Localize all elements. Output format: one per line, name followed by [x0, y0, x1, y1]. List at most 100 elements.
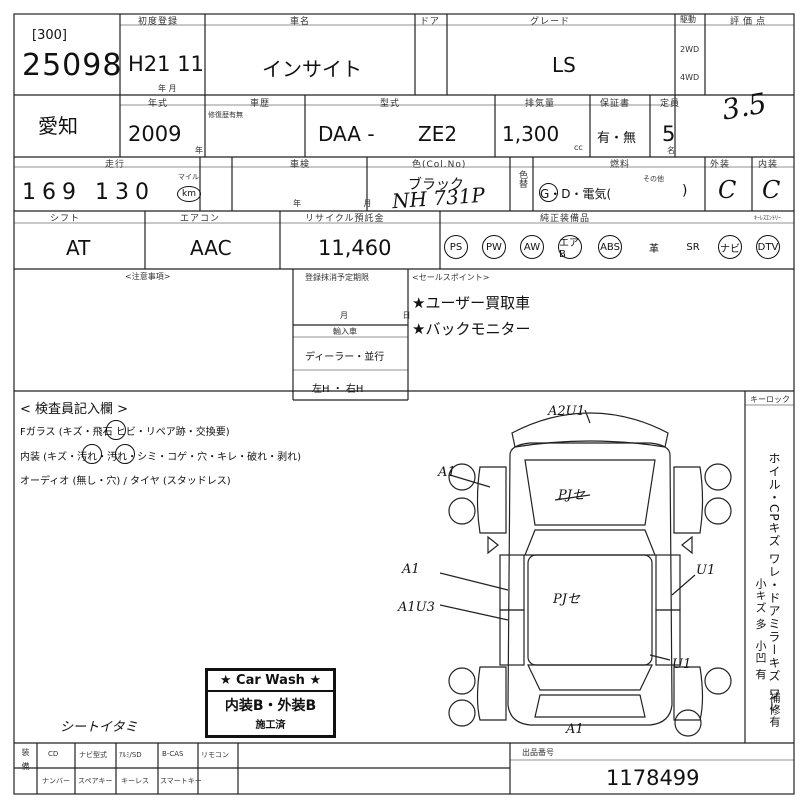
small-dent-label: 小凹 有 [754, 640, 767, 681]
shift-label: シフト [50, 214, 81, 224]
lot-number: 25098 [22, 48, 123, 83]
chip-circle-mark [106, 420, 126, 440]
fuel-other: その他 [643, 175, 664, 183]
inspector-title: < 検査員記入欄 > [20, 402, 129, 417]
key-lock-label: キーロック [750, 395, 790, 404]
interior-label: 内装 [758, 160, 779, 170]
mileage-value: 169 130 [22, 180, 155, 205]
door-label: ドア [420, 17, 441, 27]
color-label: 色(Col.No) [412, 160, 467, 170]
mark-right-door: U1 [696, 563, 716, 578]
fuel-close: ) [682, 183, 688, 199]
caution-label: <注意事項> [125, 272, 171, 281]
displacement-unit: cc [574, 143, 583, 152]
mark-roof: PJセ [553, 592, 580, 607]
mark-front-bumper: A2U1 [548, 404, 585, 419]
fuel-gasoline-circle [539, 183, 558, 202]
model-code: ZE2 [418, 122, 458, 146]
capacity-label: 定員 [660, 99, 681, 109]
mark-left-front-door: A1 [402, 562, 420, 577]
car-wash-title: ★ Car Wash ★ [208, 673, 333, 692]
exterior-grade: C [718, 176, 737, 204]
wheel-damage-label: ホイル・CPキズ ワレ・ドアミラーキズ ワレ [767, 452, 781, 714]
mark-rear-bumper: A1 [566, 722, 584, 737]
capacity-value: 5 [662, 122, 676, 146]
type-label: 型式 [380, 99, 401, 109]
car-wash-grade: 内装B・外装B [224, 698, 317, 714]
car-wash-stamp: ★ Car Wash ★ 内装B・外装B 施工済 [205, 668, 336, 738]
model-year: 2009 [128, 122, 182, 146]
sales-point-label: <セールスポイント> [412, 273, 490, 282]
repair-label: 補修有 [768, 692, 781, 728]
shift-value: AT [66, 236, 91, 260]
mark-rear-right: U1 [672, 657, 692, 672]
equipment-abs-badge: ABS [598, 235, 622, 259]
equipment--badge-5: 革 [649, 243, 659, 255]
interior-dirt-circle [115, 444, 135, 464]
exterior-label: 外装 [710, 160, 731, 170]
grade-label: グレード [530, 17, 571, 27]
small-scratch-label: 小キズ 多 [754, 578, 767, 631]
mileage-label: 走行 [105, 160, 126, 170]
seat-damage-note: シートイタミ [60, 720, 138, 735]
registration-value: H21 11 [128, 52, 204, 76]
footer-remote: リモコン [201, 751, 229, 759]
mark-front-left-fender: A1 [438, 465, 456, 480]
inspector-line-3: オーディオ (無し・穴) / タイヤ (スタッドレス) [20, 476, 231, 487]
registration-units: 年 月 [158, 84, 177, 93]
mileage-unit-mile: マイル [178, 173, 199, 181]
mark-hood: PJセ [558, 488, 585, 503]
color-change-label: 色替 [517, 170, 527, 188]
prefecture: 愛知 [38, 114, 78, 138]
model-prefix: DAA - [318, 122, 375, 146]
keyless-label: ｷｰﾚｽｴﾝﾄﾘｰ [754, 215, 782, 222]
footer-cd: CD [48, 750, 59, 758]
registration-label: 初度登録 [138, 17, 179, 27]
model-year-unit: 年 [195, 146, 203, 155]
import-dealer: ディーラー・並行 [305, 352, 385, 363]
interior-grade: C [762, 176, 781, 204]
color-name: ブラック [408, 177, 464, 193]
serial-number: 1178499 [606, 766, 700, 790]
lot-prefix: [300] [32, 28, 67, 43]
footer-spare-key: スペアキー [78, 777, 113, 785]
history-label: 車歴 [250, 99, 271, 109]
model-year-label: 年式 [148, 99, 169, 109]
grade-value: LS [552, 53, 576, 77]
equipment-pw-badge: PW [482, 235, 506, 259]
inspection-label: 車検 [290, 160, 311, 170]
mark-left-rear-door: A1U3 [398, 600, 435, 615]
recycle-value: 11,460 [318, 236, 392, 260]
ac-label: エアコン [180, 214, 221, 224]
footer-alumi: ｱﾙﾐ/SD [119, 751, 142, 759]
serial-label: 出品番号 [522, 748, 554, 757]
drive-2wd: 2WD [680, 45, 700, 54]
car-wash-done: 施工済 [255, 720, 286, 731]
displacement-label: 排気量 [525, 99, 556, 109]
footer-bcas: B-CAS [162, 750, 184, 758]
equipment-ps-badge: PS [444, 235, 468, 259]
drive-label: 駆動 [680, 15, 696, 24]
equipment-dtv-badge: DTV [756, 235, 780, 259]
inspection-units: 年 月 [293, 199, 402, 208]
capacity-unit: 名 [667, 146, 675, 155]
footer-side-label: 装備 [21, 748, 30, 776]
footer-keyless: キーレス [121, 777, 149, 785]
make-label: 車名 [290, 17, 311, 27]
footer-navi-type: ナビ型式 [79, 751, 107, 759]
warranty-value: 有・無 [597, 131, 637, 146]
car-name: インサイト [262, 57, 362, 81]
equipment-aw-badge: AW [520, 235, 544, 259]
displacement-value: 1,300 [502, 122, 560, 146]
footer-smart-key: スマートキー [160, 777, 202, 785]
ac-value: AAC [190, 236, 232, 260]
inspector-line-2: 内装 (キズ・汚れ・汚れ・シミ・コゲ・穴・キレ・破れ・剥れ) [20, 452, 301, 463]
equipment-b-badge: エアB [558, 235, 582, 260]
warranty-label: 保証書 [600, 99, 631, 109]
footer-number: ナンバー [42, 777, 70, 785]
interior-stain-circle [82, 444, 102, 464]
sales-point-1: ★ユーザー買取車 [412, 294, 531, 312]
sales-point-2: ★バックモニター [412, 320, 531, 338]
recycle-label: リサイクル預託金 [305, 214, 385, 224]
